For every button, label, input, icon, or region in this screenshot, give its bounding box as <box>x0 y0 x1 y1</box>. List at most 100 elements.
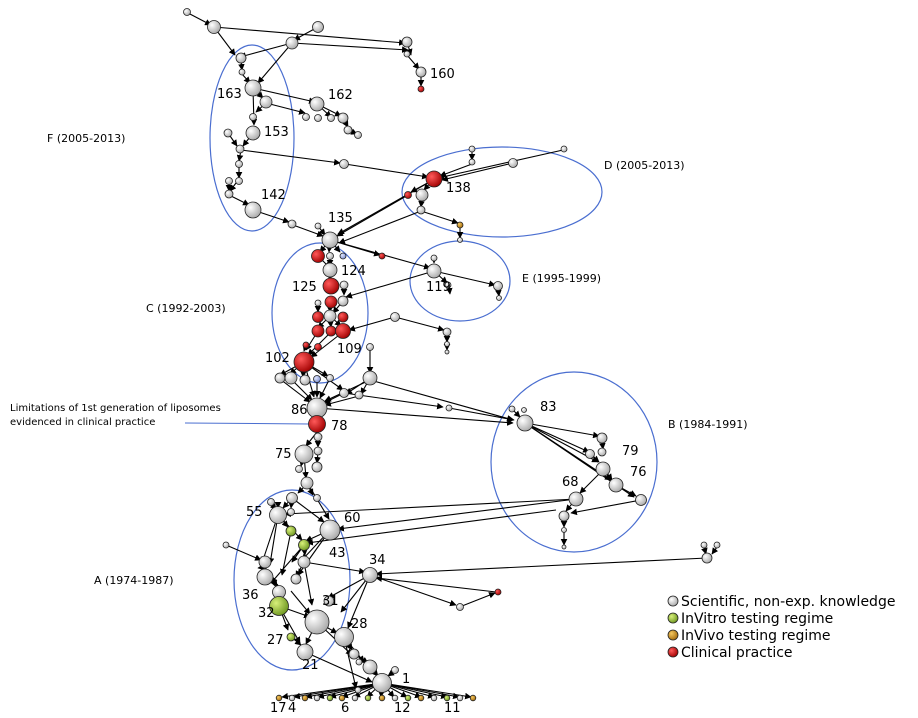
node <box>287 219 297 229</box>
node <box>183 8 191 16</box>
node <box>313 694 321 702</box>
node <box>311 324 325 338</box>
node-label: 76 <box>630 465 647 480</box>
cluster-label-a: A (1974-1987) <box>94 574 174 587</box>
node <box>300 476 314 490</box>
node <box>457 237 463 243</box>
node-label: 135 <box>328 211 353 226</box>
node <box>311 461 323 473</box>
node <box>493 281 503 291</box>
cluster-d-ellipse <box>401 146 603 238</box>
node-label: 79 <box>622 444 639 459</box>
node <box>343 125 353 135</box>
node-label: 162 <box>328 88 353 103</box>
node-label: 83 <box>540 400 557 415</box>
cluster-label-e: E (1995-1999) <box>522 272 601 285</box>
node <box>561 544 567 550</box>
node <box>430 694 438 702</box>
legend: Scientific, non-exp. knowledge InVitro t… <box>667 594 895 661</box>
node <box>274 372 286 384</box>
node <box>235 160 243 168</box>
node <box>222 541 230 549</box>
node <box>403 50 411 58</box>
node <box>319 519 341 541</box>
cluster-f-ellipse <box>209 44 295 232</box>
node-label: 138 <box>446 181 471 196</box>
node <box>456 694 464 702</box>
node <box>326 252 334 260</box>
legend-marker-invitro <box>667 612 679 624</box>
cluster-b-ellipse <box>490 371 658 553</box>
cluster-label-d: D (2005-2013) <box>604 159 685 172</box>
legend-marker-scientific <box>667 595 679 607</box>
node <box>430 254 438 262</box>
node <box>313 432 323 442</box>
node <box>308 415 326 433</box>
node <box>326 694 334 702</box>
node <box>425 170 443 188</box>
node <box>445 404 453 412</box>
node <box>313 446 323 456</box>
node <box>225 177 233 185</box>
node <box>456 221 464 229</box>
node-label: 153 <box>264 125 289 140</box>
node <box>516 414 534 432</box>
node <box>595 461 611 477</box>
legend-label-invitro: InVitro testing regime <box>681 611 833 627</box>
node <box>335 323 351 339</box>
node <box>339 159 349 169</box>
node <box>244 79 262 97</box>
node-label: 102 <box>265 351 290 366</box>
node <box>558 510 570 522</box>
node-labels: 160 163 162 153 138 142 135 124 119 125 … <box>217 67 647 716</box>
annotation-line-2: evidenced in clinical practice <box>10 417 155 428</box>
nodes <box>183 8 721 702</box>
node <box>372 673 392 693</box>
node <box>275 694 283 702</box>
node <box>286 632 296 642</box>
node-label: 4 <box>288 701 296 716</box>
node <box>444 349 450 355</box>
node <box>286 492 298 504</box>
node-label: 55 <box>246 505 263 520</box>
node <box>298 539 310 551</box>
node <box>339 252 347 260</box>
node <box>444 341 450 347</box>
node-label: 75 <box>275 447 292 462</box>
node <box>561 527 567 533</box>
node <box>337 112 349 124</box>
annotation: Limitations of 1st generation of liposom… <box>10 403 221 428</box>
node <box>391 666 399 674</box>
node <box>337 295 349 307</box>
node <box>401 36 413 48</box>
node-label: 27 <box>267 633 284 648</box>
node <box>313 494 321 502</box>
node <box>327 114 335 122</box>
node <box>299 374 311 386</box>
node <box>207 20 221 34</box>
node <box>235 177 243 185</box>
node <box>302 113 310 121</box>
node <box>293 351 315 373</box>
legend-marker-invivo <box>667 629 679 641</box>
node-label: 142 <box>261 188 286 203</box>
node <box>362 370 378 386</box>
node <box>223 128 233 138</box>
node <box>635 494 647 506</box>
node <box>442 327 452 337</box>
node <box>238 68 246 76</box>
node <box>294 444 314 464</box>
node <box>378 694 386 702</box>
node <box>362 567 378 583</box>
node <box>269 506 287 524</box>
node-label: 60 <box>344 511 361 526</box>
node <box>560 145 568 153</box>
node <box>508 158 518 168</box>
node <box>304 609 330 635</box>
node <box>314 114 322 122</box>
node <box>323 309 337 323</box>
node-label: 17 <box>270 701 287 716</box>
node <box>596 432 608 444</box>
node-label: 78 <box>331 419 348 434</box>
node <box>337 311 349 323</box>
